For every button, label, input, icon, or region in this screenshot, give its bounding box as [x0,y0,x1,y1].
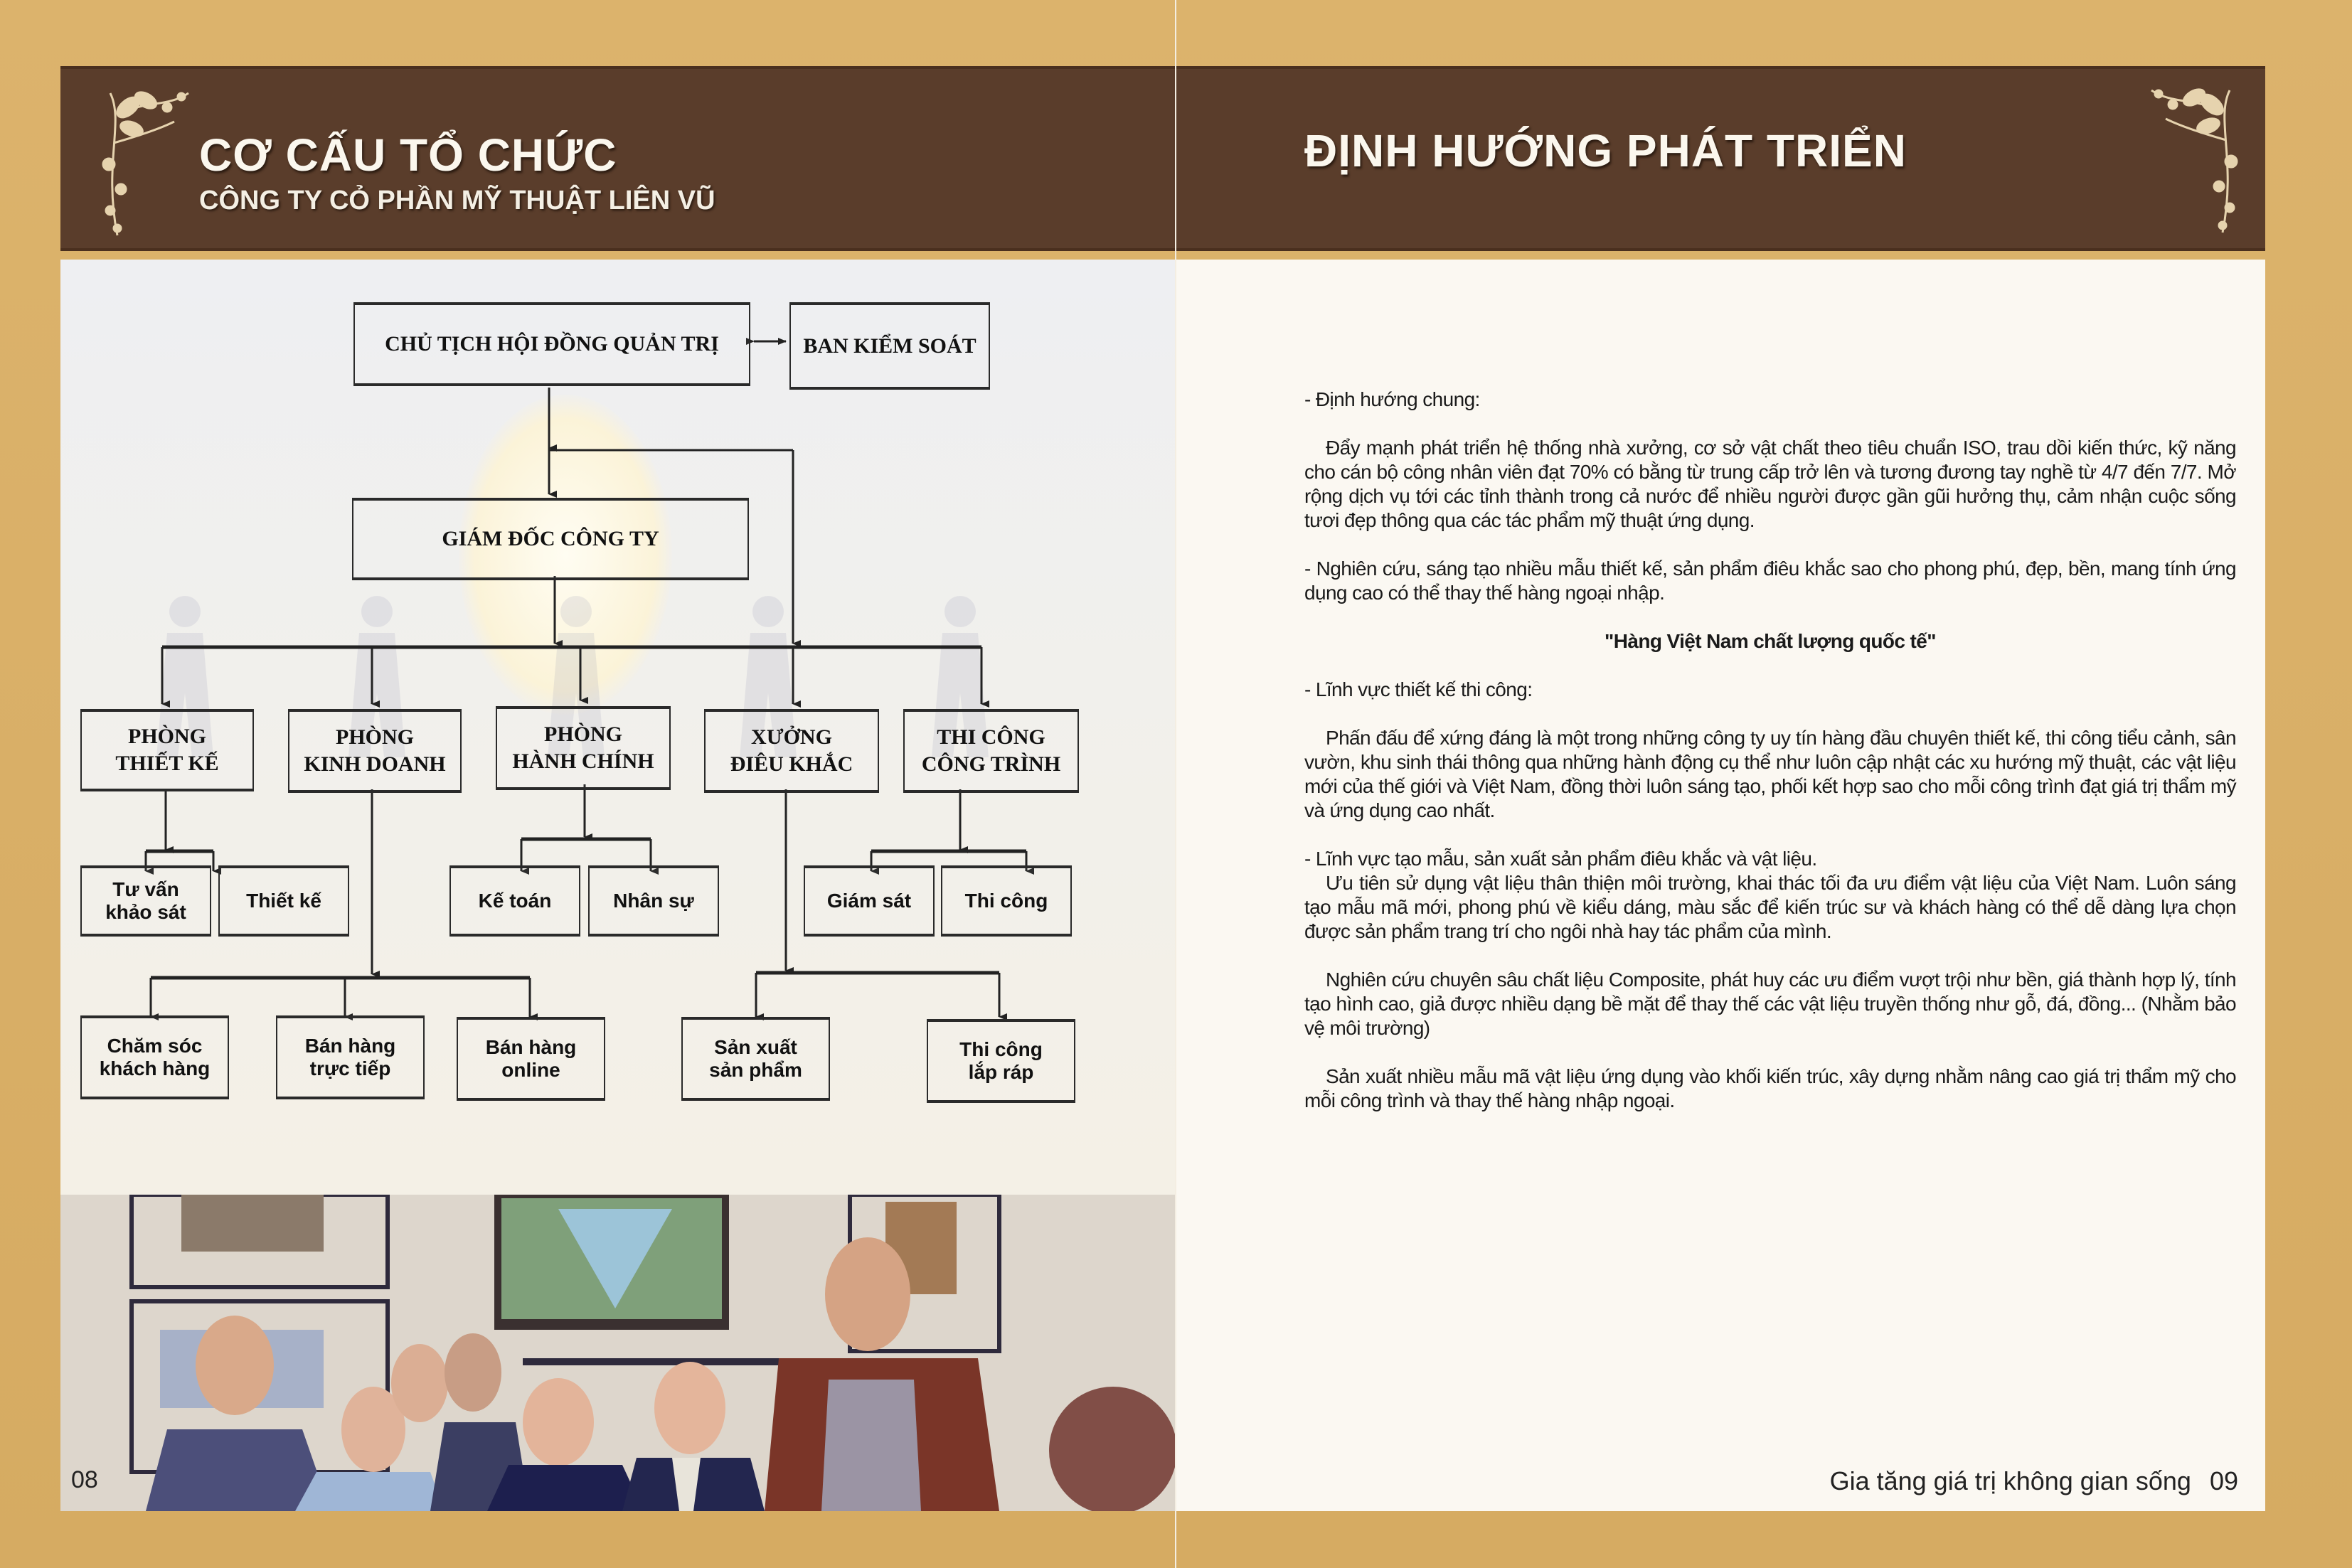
org-node-sales-dept: PHÒNG KINH DOANH [288,709,462,793]
org-node-director: GIÁM ĐỐC CÔNG TY [352,498,749,580]
label-line: THIẾT KẾ [115,752,219,775]
org-node-hr: Nhân sự [588,865,719,937]
page-number-left: 08 [71,1466,98,1493]
org-node-design: Thiết kế [218,865,349,937]
org-node-supervisory-board: BAN KIỂM SOÁT [789,302,990,390]
label-line: XƯỞNG [751,725,832,749]
org-node-accounting: Kế toán [449,865,580,937]
org-node-label: Kế toán [478,890,552,912]
left-page: CƠ CẤU TỔ CHỨC CÔNG TY CỎ PHẦN MỸ THUẬT … [0,0,1175,1568]
org-node-label: Thi công [964,890,1048,912]
label-line: THI CÔNG [937,725,1045,749]
label-line: ĐIÊU KHẮC [730,752,853,776]
development-text-panel: - Định hướng chung: Đẩy mạnh phát triển … [1176,260,2265,1511]
label-line: Chăm sóc [107,1035,203,1057]
paragraph: Ưu tiên sử dụng vật liệu thân thiện môi … [1304,872,2237,942]
org-node-construction: Thi công [941,865,1072,937]
paragraph: Đẩy mạnh phát triển hệ thống nhà xưởng, … [1304,437,2237,531]
silhouette-figure-icon [348,596,405,757]
label-line: sản phẩm [709,1059,802,1081]
label-line: trực tiếp [309,1057,391,1079]
label-line: Bán hàng [304,1035,396,1057]
label-line: Bán hàng [485,1036,577,1058]
org-node-label: BAN KIỂM SOÁT [803,334,977,358]
label-line: Sản xuất [714,1036,797,1058]
floral-ornament-icon [102,91,189,236]
page-spine [1175,0,1176,1568]
section-heading: - Lĩnh vực thiết kế thi công: [1304,678,1533,700]
paragraph: - Nghiên cứu, sáng tạo nhiều mẫu thiết k… [1304,558,2237,604]
org-node-label: Nhân sự [613,890,694,912]
silhouette-figure-icon [740,596,797,757]
label-line: PHÒNG [544,722,622,746]
group-photo: 08 [60,1195,1175,1511]
org-node-design-dept: PHÒNG THIẾT KẾ [80,709,254,791]
label-line: PHÒNG [336,725,414,749]
paragraph: Sản xuất nhiều mẫu mã vật liệu ứng dụng … [1304,1065,2237,1111]
label-line: HÀNH CHÍNH [512,750,654,773]
org-chart: CHỦ TỊCH HỘI ĐỒNG QUẢN TRỊ BAN KIỂM SOÁT… [60,260,1175,1195]
silhouette-figure-icon [156,596,213,757]
label-line: CÔNG TRÌNH [921,752,1061,776]
label-line: lắp ráp [968,1061,1034,1083]
company-name: CÔNG TY CỎ PHẦN MỸ THUẬT LIÊN VŨ [199,186,715,215]
org-node-label: XƯỞNG ĐIÊU KHẮC [730,724,853,778]
org-node-label: PHÒNG HÀNH CHÍNH [512,721,654,775]
left-header-band: CƠ CẤU TỔ CHỨC CÔNG TY CỎ PHẦN MỸ THUẬT … [60,66,1175,251]
org-node-sculpture-workshop: XƯỞNG ĐIÊU KHẮC [704,709,879,793]
silhouette-figure-icon [932,596,989,757]
development-body: - Định hướng chung: Đẩy mạnh phát triển … [1304,388,2237,1137]
label-line: Thi công [959,1038,1043,1060]
org-node-construction-dept: THI CÔNG CÔNG TRÌNH [903,709,1079,793]
org-node-admin-dept: PHÒNG HÀNH CHÍNH [496,706,671,790]
org-node-label: Thiết kế [246,890,321,912]
org-chart-connectors [144,338,1034,1020]
label-line: online [501,1059,560,1081]
section-heading: - Lĩnh vực tạo mẫu, sản xuất sản phẩm đi… [1304,848,1817,870]
background-sun-glow [459,395,672,715]
group-photo-illustration [60,1195,1175,1511]
org-node-label: CHỦ TỊCH HỘI ĐỒNG QUẢN TRỊ [385,332,719,356]
page-footer: Gia tăng giá trị không gian sống 09 [1830,1466,2238,1496]
label-line: khảo sát [105,901,186,923]
org-node-supervision: Giám sát [804,865,935,937]
right-header-band: ĐỊNH HƯỚNG PHÁT TRIỂN [1176,66,2265,251]
slogan: "Hàng Việt Nam chất lượng quốc tế" [1605,630,1936,652]
floral-ornament-icon [2151,88,2238,233]
label-line: KINH DOANH [304,752,446,776]
org-node-label: PHÒNG THIẾT KẾ [115,723,218,777]
org-node-label: Giám sát [826,890,912,912]
label-line: khách hàng [99,1057,211,1079]
section-heading: - Định hướng chung: [1304,388,1480,410]
page-title: CƠ CẤU TỔ CHỨC [199,129,617,181]
page-title: ĐỊNH HƯỚNG PHÁT TRIỂN [1304,125,1907,176]
page-number-right: 09 [2209,1466,2238,1495]
org-node-label: PHÒNG KINH DOANH [304,724,445,778]
paragraph: Phấn đấu để xứng đáng là một trong những… [1304,727,2237,821]
label-line: PHÒNG [128,725,206,748]
org-node-label: THI CÔNG CÔNG TRÌNH [922,724,1060,778]
silhouette-figure-icon [548,596,605,757]
label-line: Tư vấn [112,878,179,900]
org-chart-panel: CHỦ TỊCH HỘI ĐỒNG QUẢN TRỊ BAN KIỂM SOÁT… [60,260,1175,1195]
footer-tagline: Gia tăng giá trị không gian sống [1829,1466,2191,1495]
org-node-chairman: CHỦ TỊCH HỘI ĐỒNG QUẢN TRỊ [353,302,750,386]
org-node-label: GIÁM ĐỐC CÔNG TY [442,527,659,550]
right-page: ĐỊNH HƯỚNG PHÁT TRIỂN [1176,0,2352,1568]
paragraph: Nghiên cứu chuyên sâu chất liệu Composit… [1304,969,2237,1039]
